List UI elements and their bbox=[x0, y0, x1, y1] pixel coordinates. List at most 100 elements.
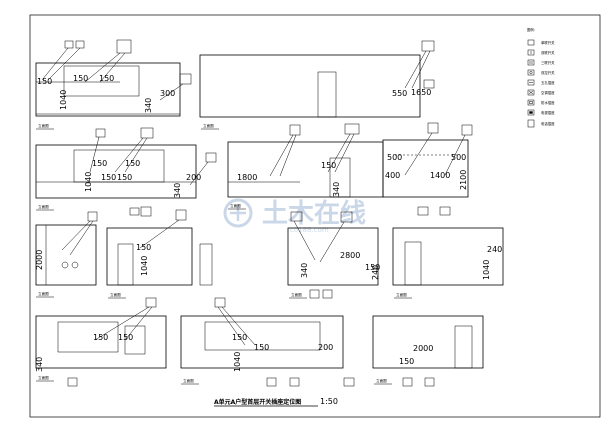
wall-outline bbox=[199, 54, 421, 118]
dim-label: 150 bbox=[117, 173, 132, 182]
elevation-8: 240 1040 立面图 bbox=[392, 227, 504, 299]
dim-label: 340 bbox=[332, 182, 341, 197]
legend-item-label: 双控开关 bbox=[541, 70, 555, 75]
elevation-label: 立面图 bbox=[38, 123, 49, 128]
elevation-0: 150 150 150 1040 340 300 立面图 bbox=[35, 39, 192, 130]
legend-item-label: 五孔插座 bbox=[541, 80, 555, 85]
dim-label: 150 bbox=[125, 159, 140, 168]
legend-item-2: 三联开关 bbox=[527, 59, 555, 66]
dim-label: 2000 bbox=[413, 344, 433, 353]
tag-socket-icon bbox=[179, 73, 192, 85]
dim-label: 150 bbox=[254, 343, 269, 352]
legend-item-0: 单联开关 bbox=[527, 39, 555, 46]
dim-label: 150 bbox=[93, 333, 108, 342]
dim-label: 1040 bbox=[59, 90, 68, 110]
dim-label: 240 bbox=[487, 245, 502, 254]
tag-socket-icon bbox=[421, 40, 435, 52]
tag-single-switch-icon bbox=[87, 211, 98, 222]
dim-label: 150 bbox=[321, 161, 336, 170]
legend-title: 图例: bbox=[527, 27, 535, 32]
drawing-scale: 1:50 bbox=[320, 397, 338, 406]
dim-label: 2000 bbox=[35, 250, 44, 270]
elevation-label: 立面图 bbox=[183, 378, 194, 383]
wall-outline bbox=[180, 315, 344, 369]
legend-item-label: 双联开关 bbox=[541, 50, 555, 55]
tag-triple-switch-icon bbox=[145, 297, 157, 308]
dim-label: 150 bbox=[37, 77, 52, 86]
tag-socket-icon bbox=[116, 39, 132, 54]
dim-label: 340 bbox=[35, 357, 44, 372]
tag-socket-icon bbox=[417, 206, 429, 216]
dim-label: 1040 bbox=[140, 256, 149, 276]
legend-item-5: 空调插座 bbox=[527, 89, 555, 96]
tag-socket-icon bbox=[423, 79, 435, 89]
elevation-label: 立面图 bbox=[291, 292, 302, 297]
dim-label: 2800 bbox=[340, 251, 360, 260]
drawing-title: A单元A户型首层开关插座定位图 bbox=[214, 398, 301, 406]
dim-label: 1040 bbox=[233, 352, 242, 372]
elevation-label: 立面图 bbox=[38, 291, 49, 296]
tag-socket-icon bbox=[266, 377, 277, 387]
tag-tv-socket-icon bbox=[129, 207, 140, 216]
wall-outline bbox=[287, 227, 379, 286]
elevation-5: 2000 立面图 bbox=[35, 211, 98, 298]
door-opening bbox=[329, 157, 351, 198]
dim-label: 1650 bbox=[411, 88, 431, 97]
legend-item-6: 防水插座 bbox=[527, 99, 555, 106]
tag-socket-icon bbox=[322, 289, 333, 299]
window-opening bbox=[204, 321, 321, 351]
tag-socket-icon bbox=[309, 289, 320, 299]
drawing-frame bbox=[29, 14, 601, 418]
two-way-switch-icon bbox=[527, 69, 535, 76]
phone-socket-icon bbox=[527, 119, 535, 128]
elevation-label: 立面图 bbox=[38, 204, 49, 209]
dim-label: 150 bbox=[365, 263, 380, 272]
tag-socket-icon bbox=[205, 152, 217, 163]
dim-label: 340 bbox=[173, 183, 182, 198]
elevation-3: 1800 150 340 立面图 bbox=[227, 123, 384, 210]
tag-single-switch-icon bbox=[140, 127, 154, 139]
legend-item-8: 电话插座 bbox=[527, 119, 555, 128]
dim-label: 340 bbox=[144, 98, 153, 113]
wall-outline bbox=[35, 224, 97, 286]
elevation-10: 150 150 1040 200 立面图 bbox=[180, 297, 355, 387]
dim-label: 340 bbox=[300, 263, 309, 278]
dim-label: 150 bbox=[118, 333, 133, 342]
tag-socket-icon bbox=[402, 377, 413, 387]
dim-label: 500 bbox=[387, 153, 402, 162]
elevation-11: 2000 150 立面图 bbox=[372, 315, 484, 387]
door-opening bbox=[454, 325, 473, 369]
elevation-label: 立面图 bbox=[38, 375, 49, 380]
dim-label: 150 bbox=[99, 74, 114, 83]
dim-label: 1040 bbox=[482, 260, 491, 280]
wall-outline bbox=[35, 144, 197, 199]
wall-outline bbox=[35, 315, 167, 369]
legend-item-label: 空调插座 bbox=[541, 90, 555, 95]
ac-socket-icon bbox=[527, 89, 535, 96]
door-opening bbox=[404, 241, 422, 286]
single-switch-icon bbox=[527, 39, 535, 46]
dim-label: 500 bbox=[451, 153, 466, 162]
wall-outline bbox=[106, 227, 193, 286]
tag-socket-icon bbox=[343, 377, 355, 387]
tag-socket-icon bbox=[439, 206, 451, 216]
wall-outline bbox=[382, 139, 469, 198]
tag-socket-icon bbox=[427, 122, 439, 134]
tag-single-switch-icon bbox=[289, 124, 301, 136]
elevation-6: 150 1040 立面图 bbox=[106, 209, 213, 299]
tag-socket-icon bbox=[461, 124, 473, 136]
legend-item-label: 电视插座 bbox=[541, 110, 555, 115]
elevation-7: 2800 150 340 240 立面图 bbox=[287, 211, 380, 299]
tag-socket-icon bbox=[424, 377, 435, 387]
dim-label: 150 bbox=[101, 173, 116, 182]
tag-double-switch-icon bbox=[340, 211, 353, 223]
elevation-label: 立面图 bbox=[230, 203, 241, 208]
dim-label: 200 bbox=[186, 173, 201, 182]
tag-double-switch-icon bbox=[64, 40, 74, 49]
legend-item-label: 防水插座 bbox=[541, 100, 555, 105]
dim-label: 550 bbox=[392, 89, 407, 98]
elevation-1: 550 1650 立面图 bbox=[199, 40, 435, 130]
socket-icon bbox=[527, 79, 535, 86]
triple-switch-icon bbox=[527, 59, 535, 66]
